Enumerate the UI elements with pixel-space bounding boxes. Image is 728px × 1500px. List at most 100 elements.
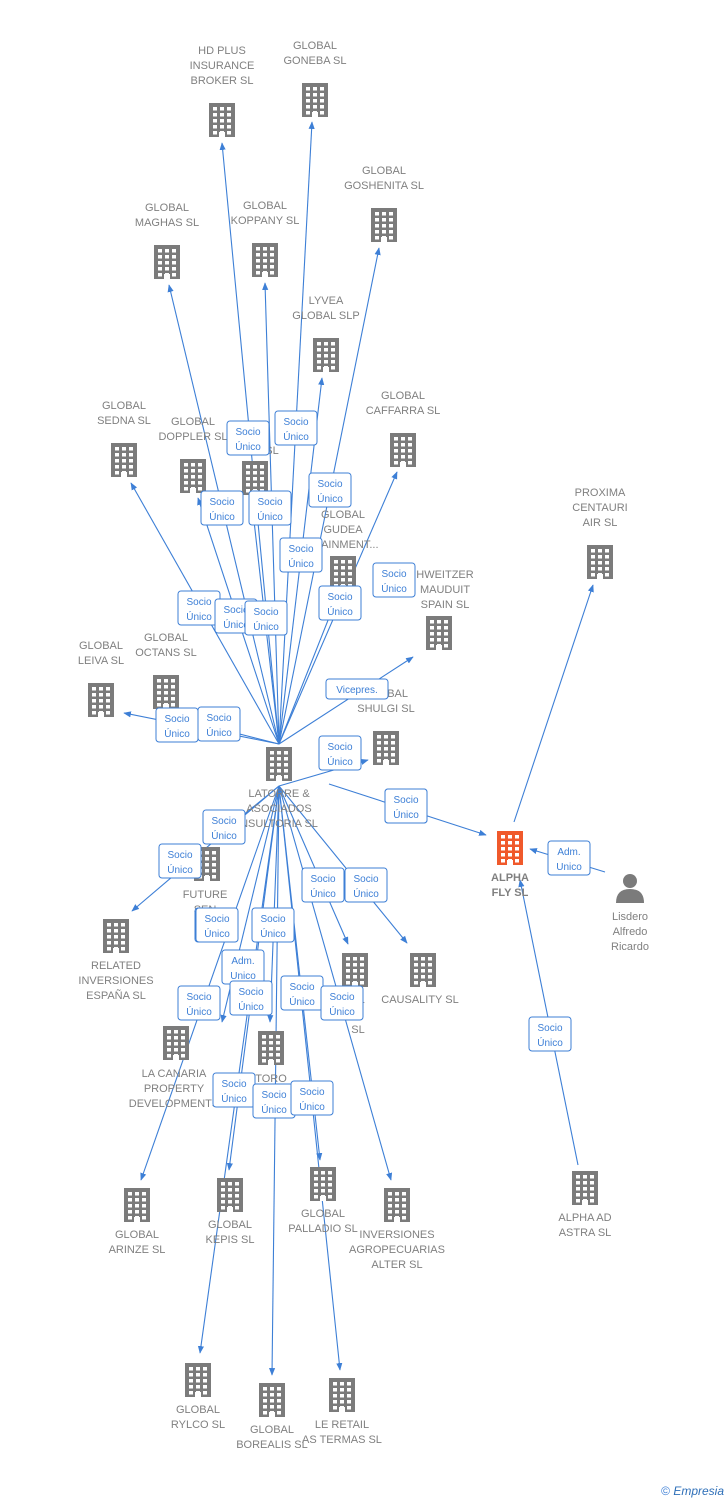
edge-label-text: Único <box>204 927 230 940</box>
building-icon <box>154 245 180 279</box>
edge-label-text: Único <box>238 1000 264 1013</box>
node-label: SPAIN SL <box>421 599 470 611</box>
edge-latorre-unk2 <box>278 785 349 945</box>
edge-label-text: Único <box>164 727 190 740</box>
edge-label-text: Único <box>186 1005 212 1018</box>
edge-label-text: Único <box>186 610 212 623</box>
edge-label-text: Socio <box>299 1087 324 1098</box>
node-label: GLOBAL <box>243 200 287 212</box>
company-shulgi[interactable]: GLOBALSHULGI SL <box>357 688 415 765</box>
edge-label-text: Único <box>235 440 261 453</box>
company-goneba[interactable]: GLOBAL GONEBA SL <box>284 40 347 117</box>
node-label: GLOBAL <box>250 1424 294 1436</box>
node-label: FLY SL <box>492 887 529 899</box>
building-icon <box>258 1031 284 1065</box>
node-label: FUTURE <box>183 889 228 901</box>
node-label: INVERSIONES <box>78 975 153 987</box>
company-gudea[interactable]: GLOBALGUDEARTAINMENT... <box>307 509 379 590</box>
edge-label-text: Socio <box>167 850 192 861</box>
node-label: DEVELOPMENTS <box>129 1098 219 1110</box>
node-label: Ricardo <box>611 941 649 953</box>
edge-label-lacanaria[interactable]: Adm.Unico <box>221 949 265 985</box>
company-toro[interactable]: TORO <box>255 1031 287 1085</box>
node-label: LEIVA SL <box>78 655 124 667</box>
node-label: SHULGI SL <box>357 703 414 715</box>
edge-label-text: Socio <box>186 992 211 1003</box>
node-label: HWEITZER <box>416 569 473 581</box>
node-label: GOSHENITA SL <box>344 180 424 192</box>
edge-label-text: Único <box>288 557 314 570</box>
node-label: GONEBA SL <box>284 55 347 67</box>
edge-label-text: Socio <box>164 714 189 725</box>
edge-label-lisdero[interactable]: Adm.Unico <box>547 840 591 876</box>
building-icon <box>242 461 268 495</box>
building-icon <box>426 616 452 650</box>
edge-label-schweitzer[interactable]: Vicepres. <box>325 678 389 700</box>
brand-logo[interactable]: Empresia <box>673 1484 724 1498</box>
edge-latorre-leretail <box>278 785 343 1371</box>
node-label: GLOBAL <box>145 202 189 214</box>
edge-label-text: Socio <box>327 592 352 603</box>
edge-label-text: Adm. <box>557 847 580 858</box>
company-causality[interactable]: CAUSALITY SL <box>381 953 459 1006</box>
building-icon <box>329 1378 355 1412</box>
node-label: Alfredo <box>613 926 648 938</box>
node-label: GLOBAL <box>293 40 337 52</box>
building-icon <box>124 1188 150 1222</box>
node-label: GLOBAL <box>144 632 188 644</box>
